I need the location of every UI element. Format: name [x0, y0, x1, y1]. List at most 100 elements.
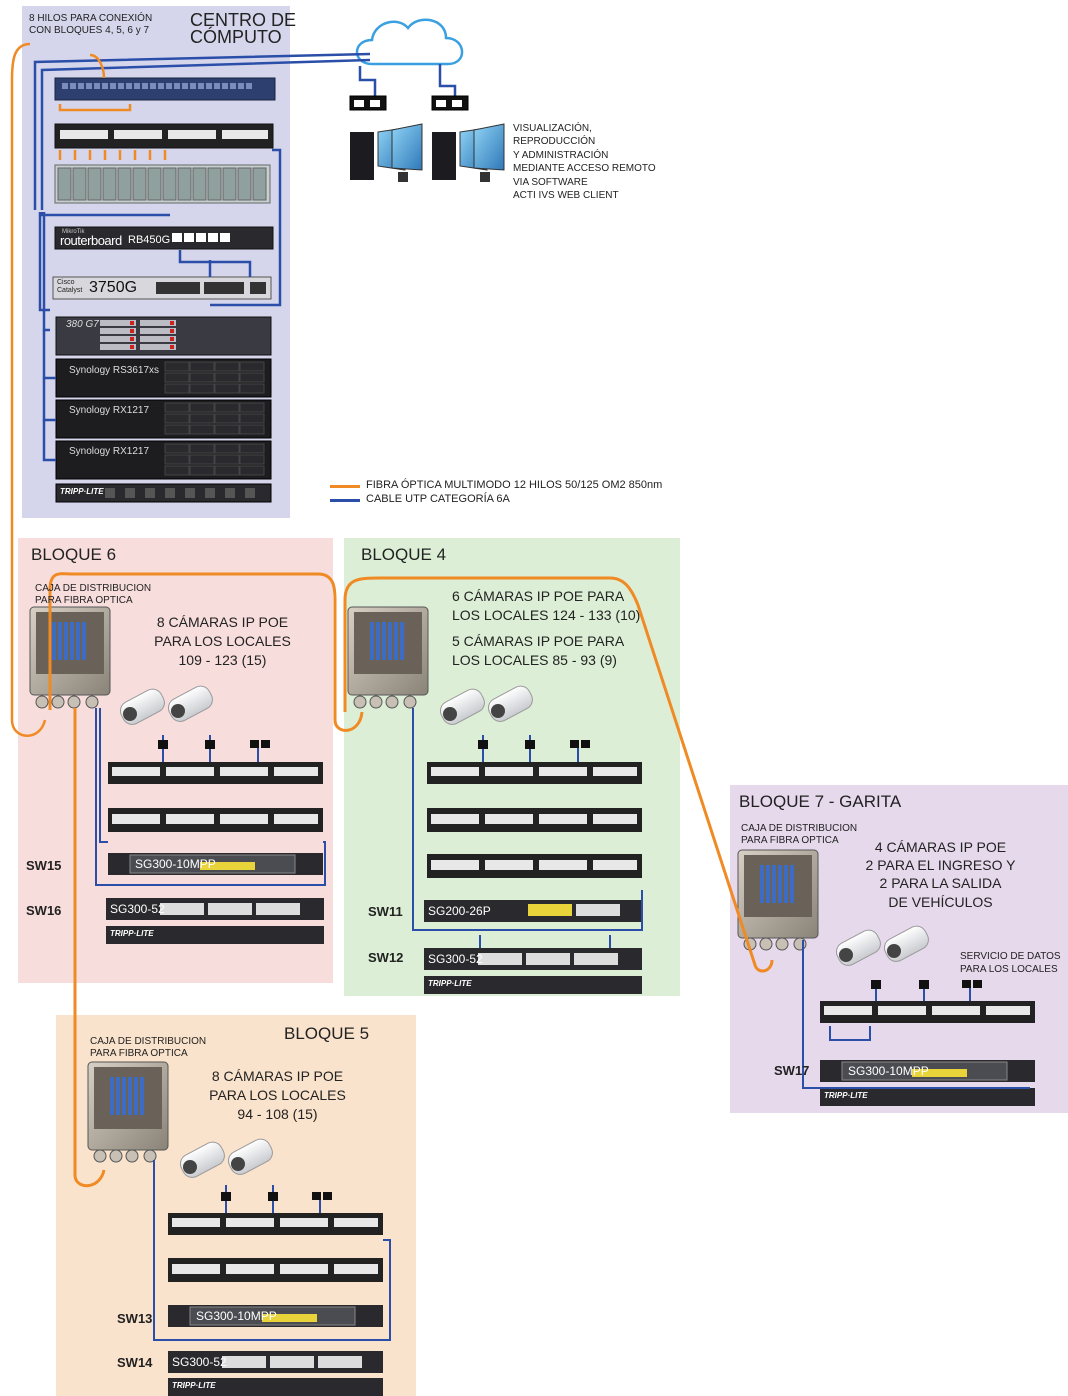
- b6-cam-line2: PARA LOS LOCALES: [154, 633, 291, 649]
- remote-line-2: REPRODUCCIÓN: [513, 136, 596, 147]
- server-model: 380 G7: [66, 319, 99, 330]
- dc-note-line1: 8 HILOS PARA CONEXIÓN: [29, 13, 153, 24]
- b6-sw-b: SW16: [26, 903, 62, 918]
- remote-line-4: MEDIANTE ACCESO REMOTO: [513, 163, 656, 174]
- fiber-patch-panel: [54, 77, 276, 101]
- b4-sw-a-model: SG200-26P: [428, 904, 491, 918]
- server-380g7: [55, 316, 272, 356]
- b4-title: BLOQUE 4: [361, 545, 447, 564]
- fiber-box-b4: [347, 606, 429, 709]
- b4-sw-b: SW12: [368, 950, 404, 965]
- b5-cam-line1: 8 CÁMARAS IP POE: [211, 1068, 344, 1084]
- dc-title-line1: CENTRO DE: [190, 10, 297, 30]
- patch-panel-b4-c: [427, 854, 642, 878]
- camera-b4-a: [439, 688, 485, 725]
- dc-note-line2: CON BLOQUES 4, 5, 6 y 7: [29, 25, 150, 36]
- patch-panel-b4-b: [427, 808, 642, 832]
- router-brand: routerboard: [60, 233, 122, 248]
- b5-sw-a: SW13: [117, 1311, 153, 1326]
- b7-ups-label: TRIPP·LITE: [824, 1091, 868, 1100]
- b5-ups-label: TRIPP·LITE: [172, 1381, 216, 1390]
- patch-panel-dc: [54, 123, 274, 149]
- b5-cam-line2: PARA LOS LOCALES: [209, 1087, 346, 1103]
- b6-ups-label: TRIPP·LITE: [110, 929, 154, 938]
- fiber-box-b7: [737, 849, 819, 951]
- nas-rx1217-b: [55, 440, 272, 480]
- b4-cam2-line1: 5 CÁMARAS IP POE PARA: [452, 633, 625, 649]
- pdu-b7: [820, 1088, 1035, 1106]
- b7-svc-line2: PARA LOS LOCALES: [960, 964, 1058, 975]
- b5-box-line2: PARA FIBRA OPTICA: [90, 1048, 188, 1059]
- b5-sw-b-model: SG300-52: [172, 1355, 227, 1369]
- dc-ups-label: TRIPP·LITE: [60, 487, 104, 496]
- b5-sw-b: SW14: [117, 1355, 153, 1370]
- camera-b6-a: [119, 688, 165, 725]
- b6-title: BLOQUE 6: [31, 545, 117, 564]
- legend-fiber-swatch: [330, 485, 360, 488]
- b6-cam-line1: 8 CÁMARAS IP POE: [156, 614, 289, 630]
- workstation-2: [431, 95, 505, 182]
- remote-line-1: VISUALIZACIÓN,: [513, 123, 592, 134]
- pdu-b5: [168, 1378, 383, 1396]
- remote-line-5: VIA SOFTWARE: [513, 177, 588, 188]
- patch-panel-b4-a: [427, 762, 642, 784]
- switch-sw14: [168, 1351, 383, 1373]
- switch-cisco-3750g: [52, 276, 272, 300]
- pdu-dc: [55, 483, 272, 503]
- b7-cam-line1: 4 CÁMARAS IP POE: [874, 839, 1007, 855]
- cloud-icon: [355, 18, 464, 66]
- nas-rx1217-a: [55, 399, 272, 439]
- b7-title: BLOQUE 7 - GARITA: [739, 792, 902, 811]
- switch-brand-l2: Catalyst: [57, 287, 83, 294]
- b6-cam-line3: 109 - 123 (15): [178, 652, 267, 668]
- camera-b5-a: [179, 1141, 225, 1178]
- b4-sw-a: SW11: [368, 904, 403, 919]
- switch-sw17: [820, 1060, 1035, 1082]
- switch-sw12: [424, 948, 642, 970]
- router-brand-small: MikroTik: [62, 229, 85, 235]
- camera-b7-a: [835, 929, 881, 966]
- switch-brand-l1: Cisco: [57, 279, 75, 286]
- b7-box-line1: CAJA DE DISTRIBUCION: [741, 823, 858, 834]
- patch-panel-b6-b: [108, 808, 323, 832]
- b5-sw-a-model: SG300-10MPP: [196, 1309, 277, 1323]
- patch-panel-b6-a: [108, 762, 323, 784]
- nas1-label: Synology RS3617xs: [69, 365, 160, 376]
- b4-cam2-line2: LOS LOCALES 85 - 93 (9): [452, 652, 617, 668]
- nas3-label: Synology RX1217: [69, 446, 150, 457]
- switch-model: 3750G: [89, 279, 138, 296]
- b7-cam-line3: 2 PARA LA SALIDA: [879, 875, 1002, 891]
- legend-utp-text: CABLE UTP CATEGORÍA 6A: [366, 493, 510, 505]
- b4-sw-b-model: SG300-52: [428, 952, 483, 966]
- switch-sw16: [106, 898, 324, 920]
- dc-title-line2: CÓMPUTO: [190, 27, 282, 47]
- patch-panel-b5-b: [168, 1258, 383, 1282]
- camera-b5-b: [227, 1138, 273, 1175]
- b7-sw-a: SW17: [774, 1063, 810, 1078]
- switch-sw15: [108, 853, 323, 875]
- switch-sw11: [424, 900, 642, 922]
- nas2-label: Synology RX1217: [69, 405, 150, 416]
- b7-box-line2: PARA FIBRA OPTICA: [741, 835, 839, 846]
- b6-sw-a: SW15: [26, 858, 62, 873]
- fiber-module-panel: [54, 164, 271, 204]
- b6-sw-b-model: SG300-52: [110, 902, 165, 916]
- camera-b6-b: [167, 685, 213, 722]
- b7-sw-a-model: SG300-10MPP: [848, 1064, 929, 1078]
- b7-svc-line1: SERVICIO DE DATOS: [960, 951, 1061, 962]
- remote-line-6: ACTI IVS WEB CLIENT: [513, 190, 619, 201]
- b4-ups-label: TRIPP·LITE: [428, 979, 472, 988]
- pdu-b6: [106, 926, 324, 944]
- b6-sw-a-model: SG300-10MPP: [135, 857, 216, 871]
- legend-fiber-text: FIBRA ÓPTICA MULTIMODO 12 HILOS 50/125 O…: [366, 479, 663, 491]
- b5-title: BLOQUE 5: [284, 1024, 370, 1043]
- remote-line-3: Y ADMINISTRACIÓN: [513, 150, 609, 161]
- fiber-box-b6: [29, 606, 111, 709]
- patch-panel-b7: [820, 1001, 1035, 1023]
- b5-box-line1: CAJA DE DISTRIBUCION: [90, 1036, 207, 1047]
- b4-cam1-line2: LOS LOCALES 124 - 133 (10): [452, 607, 641, 623]
- pdu-b4: [424, 976, 642, 994]
- camera-b4-b: [487, 685, 533, 722]
- workstation-1: [349, 95, 423, 182]
